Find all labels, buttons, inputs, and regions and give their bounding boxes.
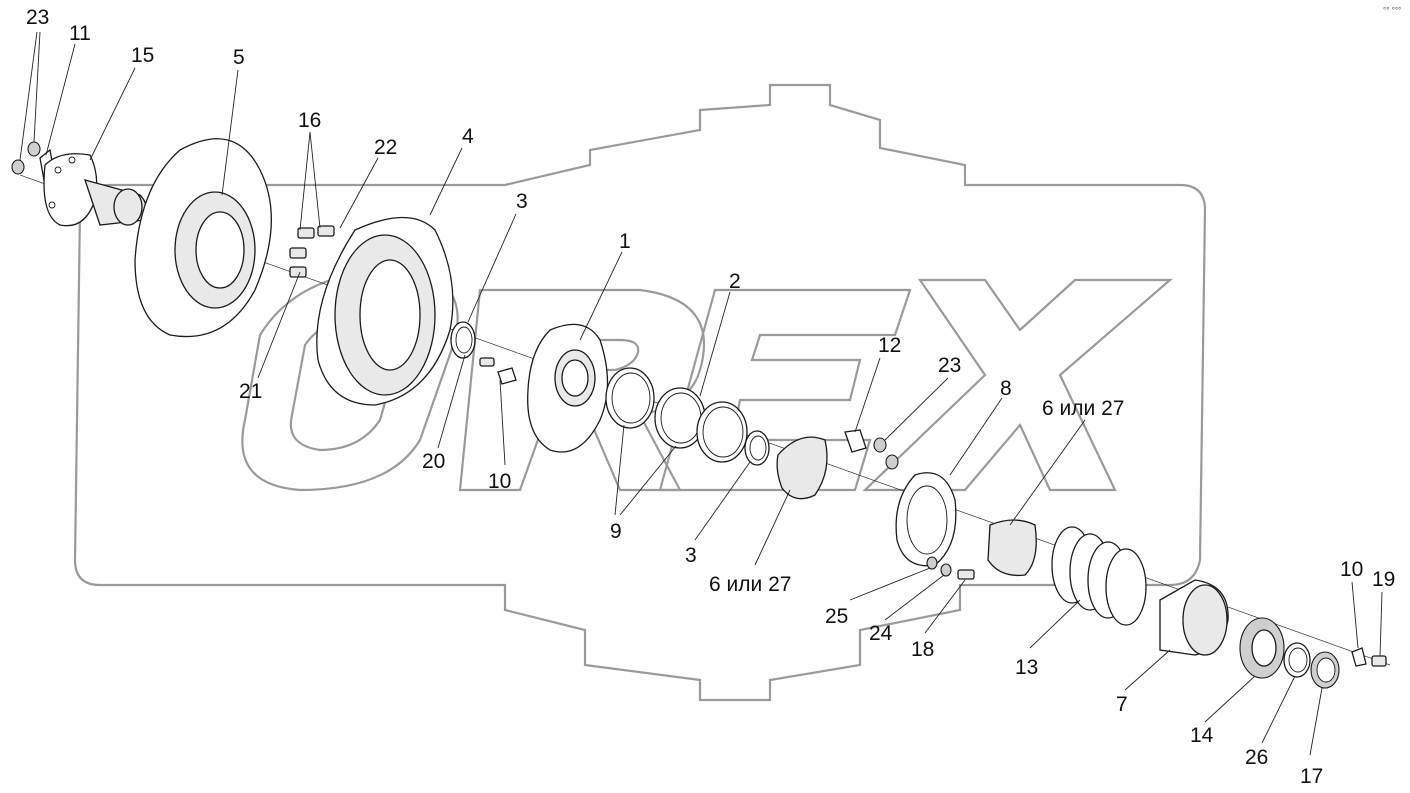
callout-6-or-27-right: 6 или 27 — [1042, 397, 1124, 420]
callout-19: 19 — [1372, 568, 1395, 591]
callout-16: 16 — [298, 109, 321, 132]
part-ring-17 — [1310, 651, 1340, 689]
part-bolts-16 — [289, 225, 335, 278]
callout-13: 13 — [1015, 656, 1038, 679]
part-nut-23-left — [11, 141, 41, 175]
part-spring-13 — [1051, 526, 1147, 626]
part-cover-6-or-27 — [776, 436, 828, 500]
callout-11: 11 — [69, 22, 91, 45]
callout-10-left: 10 — [488, 470, 511, 493]
callout-1: 1 — [619, 230, 631, 253]
callout-14: 14 — [1190, 724, 1214, 747]
callout-26: 26 — [1245, 746, 1268, 769]
part-disc-5 — [134, 138, 272, 338]
callout-labels: 23 11 15 5 16 22 4 3 1 2 21 12 23 8 6 ил… — [26, 6, 1395, 788]
watermark-letter-x — [862, 278, 1173, 492]
callout-10-right: 10 — [1340, 558, 1363, 581]
callout-25: 25 — [825, 605, 848, 628]
callout-23-left: 23 — [26, 6, 49, 29]
part-lock-10-right-bolt-19 — [1351, 647, 1387, 667]
part-flange-shaft-15 — [43, 153, 148, 227]
callout-12: 12 — [878, 334, 901, 357]
part-sleeve-7 — [1159, 579, 1229, 656]
part-washer-26 — [1283, 642, 1311, 678]
part-lock-plate-12 — [844, 429, 867, 453]
callout-4: 4 — [462, 125, 474, 148]
watermark-letter-e — [658, 288, 912, 492]
callout-7: 7 — [1116, 693, 1128, 716]
part-hub-1 — [527, 323, 609, 453]
part-rings-9-2 — [605, 367, 748, 463]
callout-6-or-27-bottom: 6 или 27 — [709, 573, 791, 596]
callout-17: 17 — [1300, 765, 1323, 788]
callout-2: 2 — [729, 270, 741, 293]
callout-15: 15 — [131, 44, 154, 67]
callout-8: 8 — [1000, 377, 1012, 400]
callout-18: 18 — [911, 638, 934, 661]
callout-9: 9 — [610, 520, 622, 543]
part-flange-14 — [1239, 617, 1285, 679]
callout-24: 24 — [869, 622, 893, 645]
callout-3-bottom: 3 — [685, 544, 697, 567]
part-nut-23-right — [873, 437, 899, 470]
leader-lines — [19, 31, 1383, 756]
part-circlip-3-mid — [744, 430, 770, 466]
callout-3-top: 3 — [516, 190, 528, 213]
part-plate-8 — [895, 472, 957, 567]
part-cover-6-or-27-right — [987, 519, 1037, 577]
callout-5: 5 — [233, 46, 245, 69]
callout-21: 21 — [239, 380, 262, 403]
corner-mark: °° °°° — [1383, 6, 1401, 15]
part-circlip-3 — [450, 321, 476, 359]
callout-22: 22 — [374, 136, 397, 159]
part-drum-4 — [316, 216, 454, 406]
part-bolt-10-left — [479, 357, 517, 385]
part-washers-25-24-bolt-18 — [926, 556, 975, 580]
callout-20: 20 — [422, 450, 445, 473]
watermark-gear-outline — [73, 83, 1207, 702]
callout-23-right: 23 — [938, 354, 961, 377]
